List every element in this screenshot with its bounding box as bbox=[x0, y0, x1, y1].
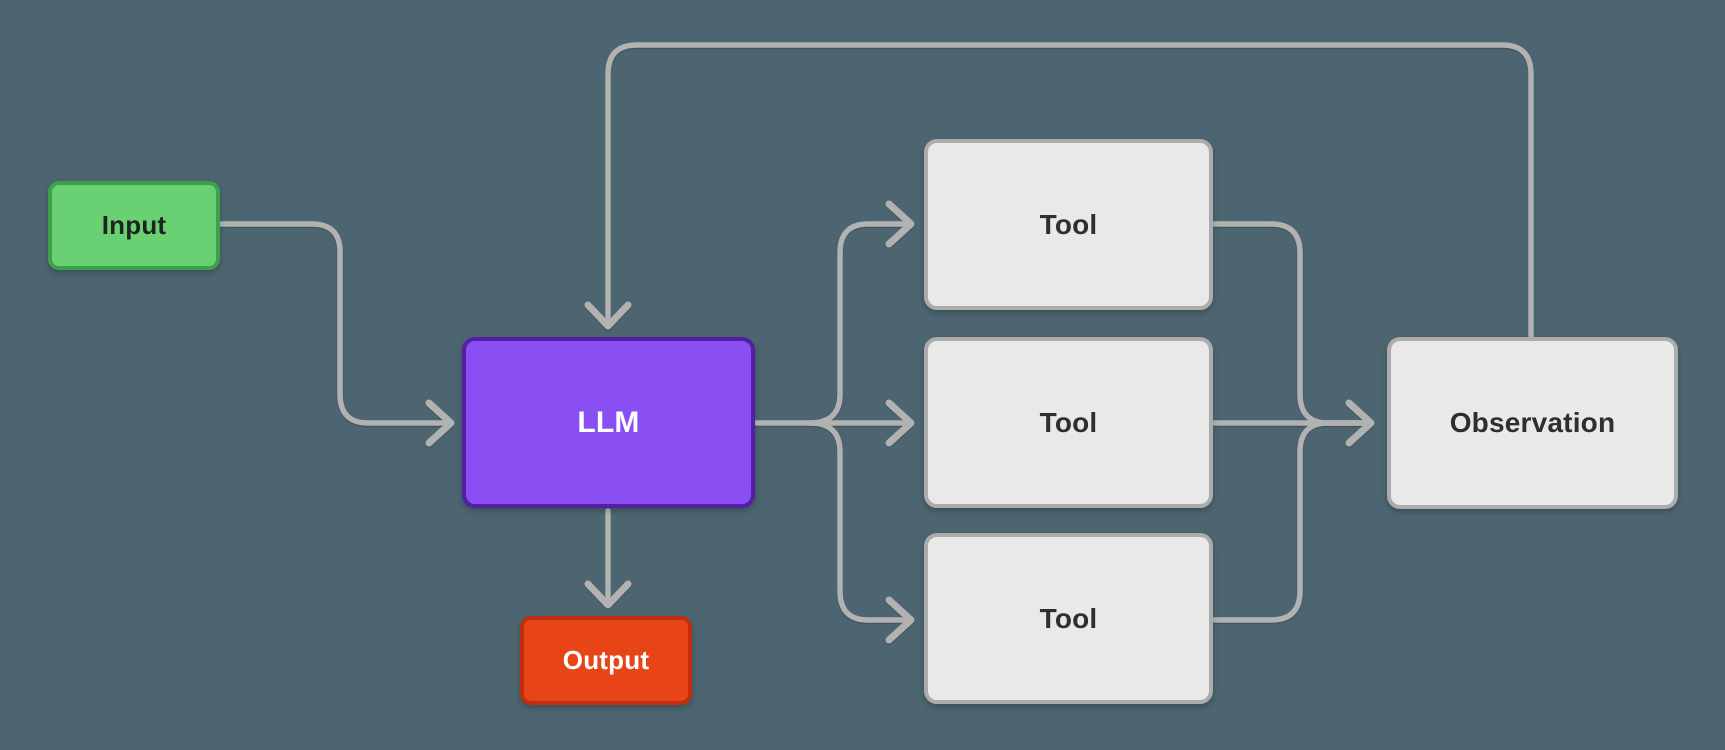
output-label: Output bbox=[562, 645, 650, 675]
tool-bottom-label: Tool bbox=[1039, 602, 1098, 634]
arrowhead-feedback-llm bbox=[584, 301, 632, 330]
tool-node-middle: Tool bbox=[924, 337, 1213, 508]
edge-tool-top-observation bbox=[1210, 221, 1370, 426]
arrowhead-llm-output bbox=[584, 580, 632, 609]
arrowhead-input-llm bbox=[425, 399, 455, 447]
tool-middle-label: Tool bbox=[1039, 406, 1098, 438]
edge-llm-tool-top bbox=[807, 221, 910, 426]
connector-group bbox=[217, 42, 1534, 644]
observation-node: Observation bbox=[1387, 337, 1678, 509]
arrowhead-llm-tool-top bbox=[885, 200, 915, 248]
tool-node-top: Tool bbox=[924, 139, 1213, 310]
edge-tool-bottom-observation bbox=[1210, 420, 1370, 623]
llm-label: LLM bbox=[577, 405, 640, 439]
input-node: Input bbox=[48, 181, 220, 270]
tool-top-label: Tool bbox=[1039, 208, 1098, 240]
observation-label: Observation bbox=[1449, 407, 1616, 438]
edge-input-llm bbox=[217, 221, 452, 426]
input-label: Input bbox=[101, 210, 167, 240]
tool-node-bottom: Tool bbox=[924, 533, 1213, 704]
output-node: Output bbox=[520, 616, 692, 705]
arrowhead-llm-tool-middle bbox=[885, 399, 915, 447]
edge-observation-llm-feedback bbox=[605, 42, 1534, 339]
edge-llm-tool-bottom bbox=[807, 420, 910, 623]
llm-node: LLM bbox=[462, 337, 755, 508]
arrowhead-tools-observation bbox=[1345, 399, 1375, 447]
arrowhead-llm-tool-bottom bbox=[885, 596, 915, 644]
